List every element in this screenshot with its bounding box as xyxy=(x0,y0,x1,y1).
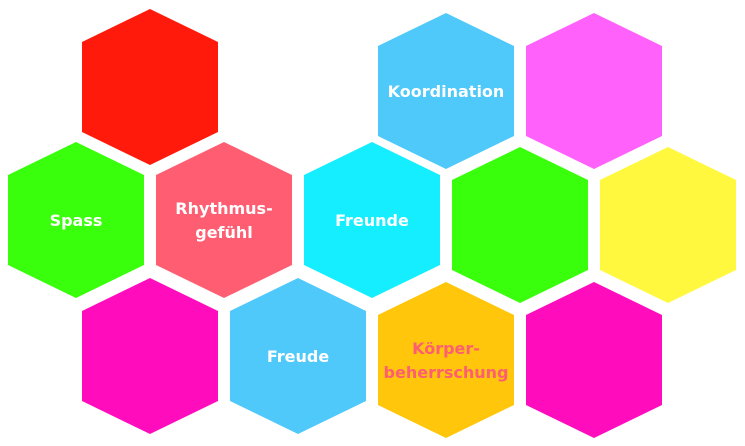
hexagon-freunde: Freunde xyxy=(304,142,440,298)
hexagon-shape xyxy=(378,13,514,169)
hexagon-shape xyxy=(8,142,144,298)
hexagon-shape xyxy=(526,282,662,438)
hexagon-koerperbeherrschung: Körper-beherrschung xyxy=(378,282,514,438)
hexagon-spass: Spass xyxy=(8,142,144,298)
hexagon-shape xyxy=(378,282,514,438)
hexagon-magenta-right xyxy=(526,282,662,438)
hexagon-violet xyxy=(526,13,662,169)
hexagon-shape xyxy=(526,13,662,169)
hexagon-shape xyxy=(156,142,292,298)
hexagon-shape xyxy=(304,142,440,298)
hexagon-label: gefühl xyxy=(195,223,253,242)
hexagon-rhythmusgefuehl: Rhythmus-gefühl xyxy=(156,142,292,298)
hexagon-koordination: Koordination xyxy=(378,13,514,169)
hexagon-shape xyxy=(452,147,588,303)
hexagon-shape xyxy=(230,278,366,434)
hexagon-shape xyxy=(600,147,736,303)
hexagon-label: Körper- xyxy=(412,339,480,358)
hexagon-label: Freunde xyxy=(335,211,409,230)
hexagon-label: Koordination xyxy=(388,82,505,101)
hexagon-red xyxy=(82,9,218,165)
hexagon-label: Spass xyxy=(50,211,103,230)
hexagon-label: beherrschung xyxy=(384,363,509,382)
hexagon-shape xyxy=(82,278,218,434)
hexagon-shape xyxy=(82,9,218,165)
hexagon-green xyxy=(452,147,588,303)
hexagon-yellow xyxy=(600,147,736,303)
hexagon-magenta-left xyxy=(82,278,218,434)
hexagon-freude: Freude xyxy=(230,278,366,434)
hexagon-label: Freude xyxy=(267,347,329,366)
hexagon-label: Rhythmus- xyxy=(175,199,272,218)
